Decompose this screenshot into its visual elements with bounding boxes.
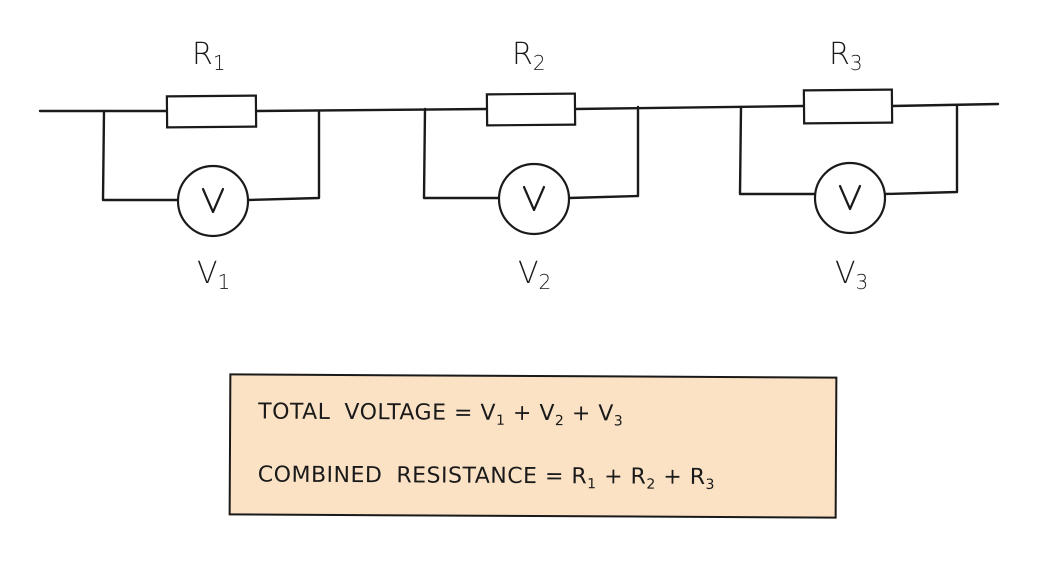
formula-term: V	[598, 401, 614, 427]
formula-term: R	[689, 464, 706, 490]
formula-term: R	[571, 464, 588, 490]
resistor-r2	[485, 92, 577, 127]
formula-term: RESISTANCE	[396, 463, 538, 490]
formula-term: TOTAL	[258, 399, 331, 425]
stage-1	[101, 94, 321, 238]
formula-subscript: 2	[554, 413, 565, 430]
resistor-label-r1: R1	[192, 37, 226, 75]
resistor-label-symbol: R	[512, 37, 533, 72]
voltmeter-v1	[176, 164, 250, 238]
formula-term: VOLTAGE	[344, 400, 447, 426]
resistor-label-r2: R2	[512, 37, 546, 75]
plus-sign: +	[512, 400, 532, 426]
stage-2	[422, 92, 640, 236]
voltmeter-v1-glyph	[201, 187, 225, 214]
resistor-label-symbol: R	[829, 37, 850, 72]
voltmeter-label-v3: V3	[835, 256, 868, 294]
voltmeter-v1-leads	[101, 109, 321, 202]
formula-term: R	[630, 464, 647, 490]
equals-sign: =	[544, 464, 564, 490]
voltmeter-v2-leads	[422, 105, 640, 200]
plus-sign: +	[571, 401, 591, 427]
plus-sign: +	[663, 464, 683, 490]
formula-term: V	[539, 401, 556, 427]
resistor-r3	[802, 88, 894, 125]
resistor-r1	[165, 94, 258, 129]
voltmeter-label-subscript: 3	[855, 270, 869, 294]
voltmeter-label-v1: V1	[197, 256, 230, 294]
voltmeter-v2	[497, 162, 571, 236]
voltmeter-label-subscript: 1	[217, 270, 231, 294]
formula-subscript: 1	[587, 476, 597, 493]
formula-term: COMBINED	[257, 462, 383, 489]
voltmeter-label-v2: V2	[518, 256, 551, 294]
voltmeter-label-symbol: V	[518, 256, 539, 291]
formula-subscript: 3	[705, 476, 715, 493]
equals-sign: =	[453, 400, 474, 426]
resistor-label-subscript: 3	[849, 51, 863, 75]
voltmeter-v3-leads	[738, 103, 959, 196]
formula-subscript: 2	[646, 476, 656, 493]
resistor-label-subscript: 1	[212, 51, 226, 75]
resistor-label-symbol: R	[192, 37, 213, 72]
formula-term: V	[480, 400, 497, 426]
voltmeter-v3	[813, 161, 887, 235]
formula-subscript: 1	[495, 412, 506, 429]
voltmeter-v3-glyph	[838, 184, 862, 211]
stage-3	[738, 88, 959, 235]
formula-subscript: 3	[613, 413, 624, 430]
voltmeter-v2-glyph	[522, 185, 546, 212]
voltmeter-label-symbol: V	[835, 256, 856, 291]
resistor-label-subscript: 2	[532, 51, 546, 75]
voltmeter-label-subscript: 2	[538, 270, 552, 294]
voltmeter-label-symbol: V	[197, 256, 218, 291]
plus-sign: +	[604, 464, 624, 490]
resistor-label-r3: R3	[829, 37, 863, 75]
